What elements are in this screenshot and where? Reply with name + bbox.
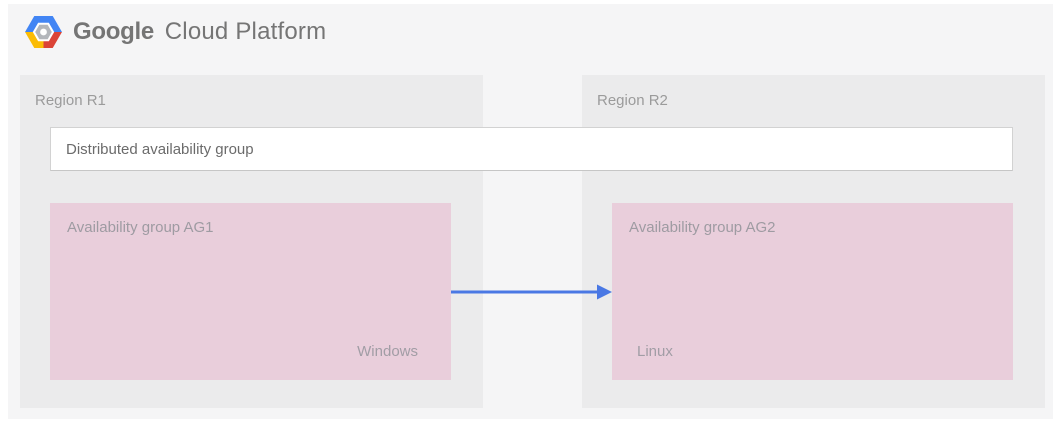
brand-cloud-platform: Cloud Platform [164, 18, 327, 45]
replication-arrow-icon [451, 284, 612, 300]
availability-group-ag1-box: Availability group AG1 Windows [50, 203, 451, 380]
availability-group-ag2-box: Availability group AG2 Linux [612, 203, 1013, 380]
ag2-os-linux-label: Linux [637, 343, 673, 360]
availability-group-ag1-label: Availability group AG1 [67, 219, 214, 236]
gcp-hexagon-logo-icon [25, 16, 62, 48]
ag1-os-windows-label: Windows [357, 343, 418, 360]
brand-google: Google [73, 18, 154, 45]
brand-wordmark: Google Cloud Platform [73, 18, 326, 46]
gcp-brand-header: Google Cloud Platform [25, 16, 326, 48]
region-r1-label: Region R1 [35, 92, 106, 109]
distributed-availability-group-box: Distributed availability group [50, 127, 1013, 171]
region-r2-label: Region R2 [597, 92, 668, 109]
availability-group-ag2-label: Availability group AG2 [629, 219, 776, 236]
distributed-availability-group-label: Distributed availability group [66, 140, 254, 158]
